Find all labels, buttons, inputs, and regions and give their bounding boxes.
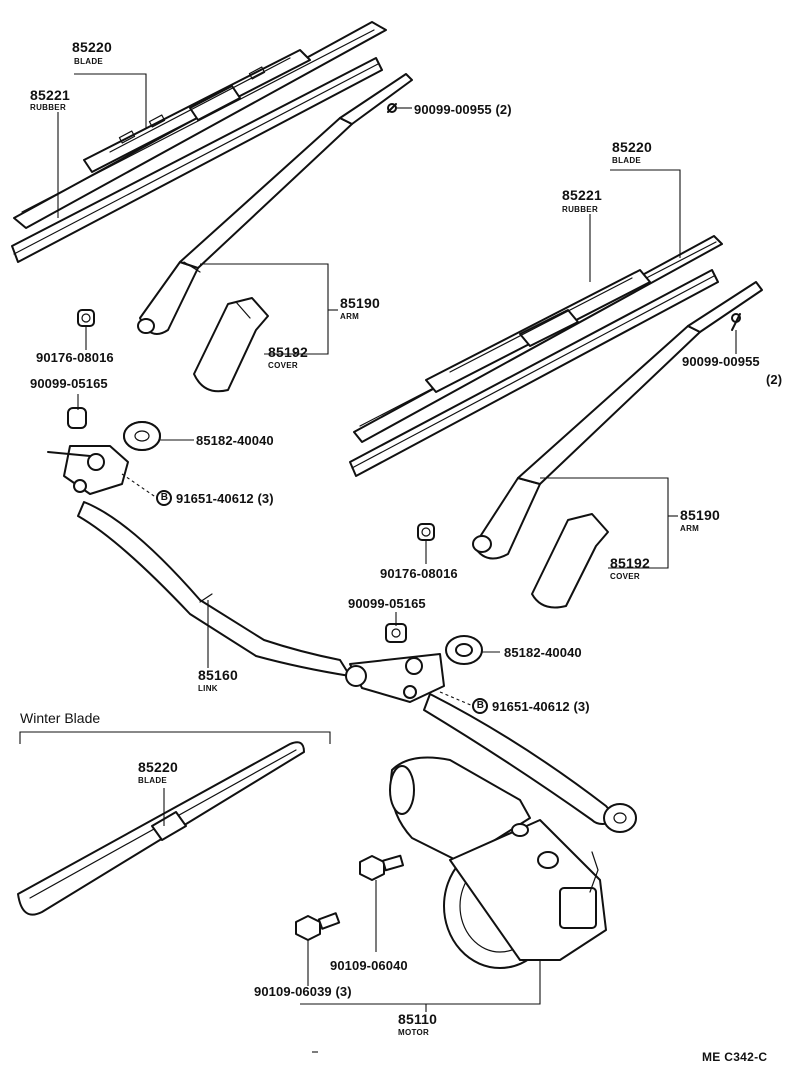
cover-right-drawing	[531, 513, 609, 609]
pivot-right-drawing	[345, 623, 483, 703]
screw-right-quantity: (2)	[766, 372, 783, 387]
leader-lines	[19, 73, 737, 1012]
cover-left-number: 85192	[268, 344, 308, 360]
motor-name: MOTOR	[398, 1028, 430, 1037]
bolt-b-right-part-number: 91651-40612 (3)	[492, 699, 590, 714]
arm-right-name: ARM	[680, 524, 700, 533]
winter-blade-drawing	[17, 741, 305, 916]
arm-left-number: 85190	[340, 295, 380, 311]
bolt-motor-2-part-number: 90109-06039 (3)	[254, 984, 352, 999]
rubber-right-name: RUBBER	[562, 205, 599, 214]
screw-top-left-part-number: 90099-00955 (2)	[414, 102, 512, 117]
rubber-top-left-number: 85221	[30, 87, 70, 103]
nut-left-part-number: 90176-08016	[36, 350, 114, 365]
link-name: LINK	[198, 684, 218, 693]
motor-drawing	[389, 756, 607, 969]
arm-right-number: 85190	[680, 507, 720, 523]
blade-top-left-name: BLADE	[74, 57, 104, 66]
arm-right-drawing	[472, 281, 763, 560]
cap-left-part-number: 90099-05165	[30, 376, 108, 391]
motor-number: 85110	[398, 1011, 438, 1027]
washer-left-drawing	[123, 421, 161, 451]
rubber-right-drawing	[349, 269, 719, 477]
nut-right-part-number: 90176-08016	[380, 566, 458, 581]
arm-left-drawing	[137, 73, 413, 335]
rubber-top-left-drawing	[11, 57, 383, 263]
rubber-top-left-name: RUBBER	[30, 103, 67, 112]
washer-right-part-number: 85182-40040	[504, 645, 582, 660]
cover-right-name: COVER	[610, 572, 640, 581]
cap-right-part-number: 90099-05165	[348, 596, 426, 611]
screw-top-left-drawing	[387, 103, 397, 113]
link-drawing	[77, 501, 637, 833]
screw-right-drawing	[731, 313, 741, 331]
bolt-motor-2-drawing	[295, 912, 341, 941]
bolt-motor-1-part-number: 90109-06040	[330, 958, 408, 973]
blade-right-drawing	[353, 235, 723, 443]
arm-left-name: ARM	[340, 312, 360, 321]
nut-right-drawing	[417, 523, 435, 541]
cover-left-drawing	[193, 297, 269, 393]
blade-top-left-number: 85220	[72, 39, 112, 55]
cover-right-number: 85192	[610, 555, 650, 571]
cap-left-drawing	[67, 407, 87, 429]
winter-blade-header: Winter Blade	[20, 710, 101, 726]
winter-blade-number: 85220	[138, 759, 178, 775]
figure-code: ME C342-C	[702, 1050, 768, 1064]
washer-left-part-number: 85182-40040	[196, 433, 274, 448]
b-symbol-left-letter: B	[160, 492, 169, 503]
nut-left-drawing	[77, 309, 95, 327]
screw-right-part-number: 90099-00955	[682, 354, 760, 369]
link-number: 85160	[198, 667, 238, 683]
winter-blade-name: BLADE	[138, 776, 168, 785]
b-symbol-right	[472, 698, 488, 714]
blade-top-left-drawing	[13, 21, 387, 229]
cover-left-name: COVER	[268, 361, 298, 370]
blade-right-number: 85220	[612, 139, 652, 155]
blade-right-name: BLADE	[612, 156, 642, 165]
b-symbol-right-letter: B	[476, 700, 485, 711]
bolt-motor-1-drawing	[359, 854, 405, 881]
rubber-right-number: 85221	[562, 187, 602, 203]
bolt-b-left-part-number: 91651-40612 (3)	[176, 491, 274, 506]
